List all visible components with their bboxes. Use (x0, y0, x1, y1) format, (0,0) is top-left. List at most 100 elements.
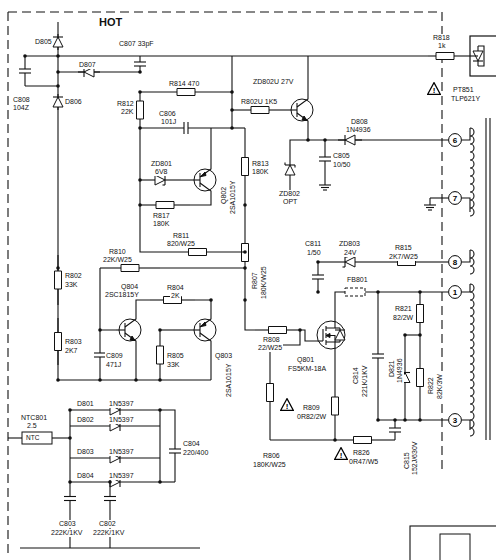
component-label: R809 (302, 404, 321, 412)
wire (52, 437, 70, 438)
component-label: 0R82/2W (296, 413, 327, 421)
wire (190, 196, 211, 205)
hot-boundary (7, 12, 8, 556)
wire (139, 56, 140, 62)
mosfet-symbol (317, 321, 345, 349)
wire (136, 300, 150, 314)
component-label: C805 (332, 152, 351, 160)
component-label: 180K (251, 168, 269, 176)
diode-symbol (53, 37, 63, 47)
transformer-core (485, 118, 486, 440)
diode-bar (164, 175, 165, 185)
wire (159, 410, 160, 482)
transistor-symbol (200, 183, 211, 196)
wire (377, 358, 378, 420)
capacitor-symbol (319, 156, 331, 157)
junction-dot (158, 328, 162, 332)
capacitor-symbol (312, 274, 324, 275)
component-label: C811 (304, 240, 322, 248)
component-label: 820/W25 (166, 240, 196, 248)
capacitor-symbol (169, 448, 181, 449)
ground-symbol (321, 187, 329, 188)
component-label: 104Z (12, 104, 30, 112)
transistor-arrow (302, 116, 307, 121)
wire (430, 197, 448, 198)
junction-dot (323, 138, 327, 142)
component-label: 2SC1815Y (104, 291, 140, 299)
diode-bar (344, 135, 345, 145)
junction-dot (230, 126, 234, 130)
component-label: 1N5397 (108, 448, 135, 456)
component-label: ZD802 (278, 190, 301, 198)
wire (159, 330, 160, 346)
junction-dot (138, 203, 142, 207)
node-shape (449, 192, 462, 205)
transistor-arrow (130, 336, 135, 341)
component-label: R802 (64, 272, 83, 280)
wire (57, 22, 58, 380)
wire (307, 56, 308, 94)
component-label: 1N4936 (345, 126, 372, 134)
wire (270, 439, 335, 440)
wire (57, 289, 58, 305)
component-label: D803 (76, 448, 95, 456)
wire (404, 335, 405, 373)
junction-dot (403, 418, 407, 422)
component-label: 2K7/W25 (388, 253, 419, 261)
diode-bar (53, 96, 63, 97)
wire (150, 299, 164, 300)
wire (289, 175, 290, 185)
wire (174, 453, 175, 482)
component-label: Q803 (214, 352, 233, 360)
wire (160, 481, 175, 482)
component-label: Q802 (220, 186, 228, 205)
component-label: D801 (76, 400, 95, 408)
resistor-symbol (121, 265, 139, 272)
component-label: 180K/W25 (260, 265, 268, 300)
component-label: C802 (98, 520, 117, 528)
wire (428, 55, 436, 56)
component-label: R818 (432, 34, 451, 42)
junction-dot (158, 408, 162, 412)
thermistor-symbol (22, 432, 52, 444)
wire (120, 425, 160, 426)
wire (109, 501, 110, 516)
junction-dot (138, 70, 142, 74)
transistor-symbol (199, 323, 200, 337)
component-label: R826 (352, 449, 371, 457)
component-label: FS5KM-18A (287, 365, 327, 373)
resistor-symbol (177, 89, 195, 96)
diode-bar (294, 165, 295, 168)
wire (454, 55, 462, 56)
wire (139, 267, 160, 268)
resistor-symbol (242, 158, 249, 176)
capacitor-symbol (319, 160, 331, 161)
junction-dot (230, 108, 234, 112)
ground-symbol (324, 178, 325, 185)
wire (244, 205, 245, 244)
component-label: R822 (427, 376, 435, 395)
ground-symbol (429, 198, 430, 205)
junction-dot (56, 54, 60, 58)
component-label: R806 (262, 452, 281, 460)
capacitor-symbol (134, 65, 146, 66)
wire (318, 261, 335, 262)
pin-number: 7 (448, 194, 462, 203)
wire (289, 155, 290, 165)
wire (99, 357, 100, 380)
component-label: 33K (64, 281, 78, 289)
junction-dot (418, 333, 422, 337)
junction-dot (298, 328, 302, 332)
wire (69, 482, 70, 497)
wire (269, 109, 288, 110)
transistor-symbol (200, 333, 211, 346)
wire (244, 176, 245, 206)
wire (70, 409, 110, 410)
capacitor-symbol (372, 357, 384, 358)
component-label: R814 470 (168, 80, 200, 88)
component-label: 471J (105, 361, 122, 369)
junction-dot (418, 418, 422, 422)
resistor-symbol (332, 397, 339, 415)
wire (324, 161, 325, 178)
